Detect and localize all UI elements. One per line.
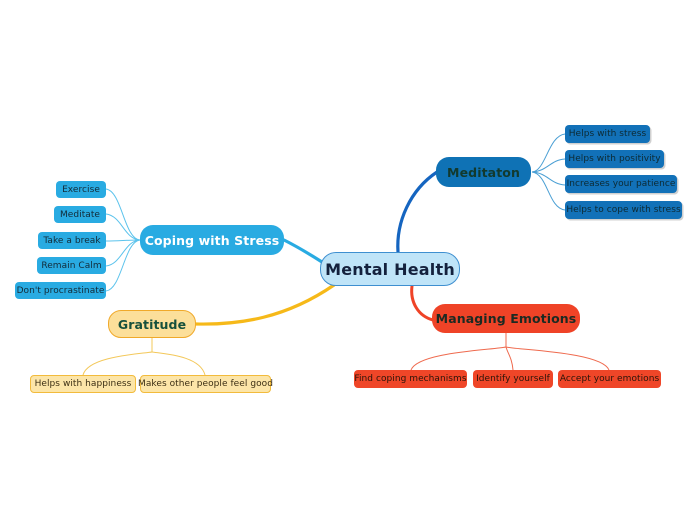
leaf-find-coping-mechanisms[interactable]: Find coping mechanisms <box>354 370 467 388</box>
leaf-label: Helps with stress <box>568 129 647 139</box>
leaf-exercise[interactable]: Exercise <box>56 181 106 198</box>
node-gratitude-label: Gratitude <box>117 316 187 332</box>
leaf-helps-to-cope-with-stress[interactable]: Helps to cope with stress <box>565 201 682 219</box>
leaf-dont-procrastinate[interactable]: Don't procrastinate <box>15 282 106 299</box>
leaf-accept-your-emotions[interactable]: Accept your emotions <box>558 370 661 388</box>
leaf-label: Helps with positivity <box>568 154 661 164</box>
edge-root-to-coping <box>282 238 324 264</box>
node-coping-with-stress[interactable]: Coping with Stress <box>140 225 284 255</box>
edge-coping-child-0 <box>105 188 141 241</box>
edge-coping-child-3 <box>105 239 141 267</box>
edge-coping-child-2 <box>105 239 141 242</box>
node-mental-health[interactable]: Mental Health <box>320 252 460 286</box>
edge-meditation-child-3 <box>531 171 566 211</box>
leaf-helps-with-happiness[interactable]: Helps with happiness <box>30 375 136 393</box>
leaf-helps-with-stress[interactable]: Helps with stress <box>565 125 650 143</box>
node-managing-emotions[interactable]: Managing Emotions <box>432 304 580 333</box>
leaf-label: Makes other people feel good <box>138 379 273 389</box>
edge-root-to-gratitude <box>194 283 336 326</box>
leaf-meditate[interactable]: Meditate <box>54 206 106 223</box>
edge-meditation-child-0 <box>531 133 566 173</box>
node-mental-health-label: Mental Health <box>325 259 455 279</box>
edge-root-to-meditation <box>396 170 439 254</box>
leaf-label: Helps to cope with stress <box>566 205 681 215</box>
edge-emotions-child-0 <box>410 346 507 371</box>
edge-coping-child-1 <box>105 213 141 241</box>
leaf-label: Don't procrastinate <box>16 285 105 296</box>
leaf-remain-calm[interactable]: Remain Calm <box>37 257 106 274</box>
leaf-increases-your-patience[interactable]: Increases your patience <box>565 175 677 193</box>
leaf-label: Helps with happiness <box>34 379 132 389</box>
node-gratitude[interactable]: Gratitude <box>108 310 196 338</box>
node-meditation-label: Meditaton <box>447 164 520 180</box>
edge-meditation-child-2 <box>531 171 566 186</box>
node-managing-emotions-label: Managing Emotions <box>435 311 577 326</box>
edge-emotions-child-2 <box>505 346 610 371</box>
edge-emotions-child-1 <box>505 346 514 371</box>
edge-root-to-emotions <box>410 284 435 322</box>
leaf-label: Remain Calm <box>41 260 102 271</box>
leaf-makes-other-people-feel-good[interactable]: Makes other people feel good <box>138 375 273 393</box>
leaf-label: Find coping mechanisms <box>354 374 467 384</box>
edge-gratitude-child-1 <box>151 351 206 376</box>
leaf-label: Meditate <box>59 209 101 220</box>
node-meditation[interactable]: Meditaton <box>436 157 531 187</box>
edge-gratitude-child-0 <box>82 351 153 376</box>
leaf-label: Exercise <box>62 184 100 195</box>
node-coping-with-stress-label: Coping with Stress <box>144 232 280 248</box>
leaf-take-a-break[interactable]: Take a break <box>38 232 106 249</box>
leaf-label: Take a break <box>43 235 101 246</box>
leaf-helps-with-positivity[interactable]: Helps with positivity <box>565 150 664 168</box>
leaf-label: Accept your emotions <box>559 374 660 384</box>
edge-coping-child-4 <box>105 239 141 292</box>
leaf-identify-yourself[interactable]: Identify yourself <box>473 370 553 388</box>
edge-meditation-child-1 <box>531 158 566 173</box>
leaf-label: Identify yourself <box>476 374 550 384</box>
leaf-label: Increases your patience <box>566 179 676 189</box>
